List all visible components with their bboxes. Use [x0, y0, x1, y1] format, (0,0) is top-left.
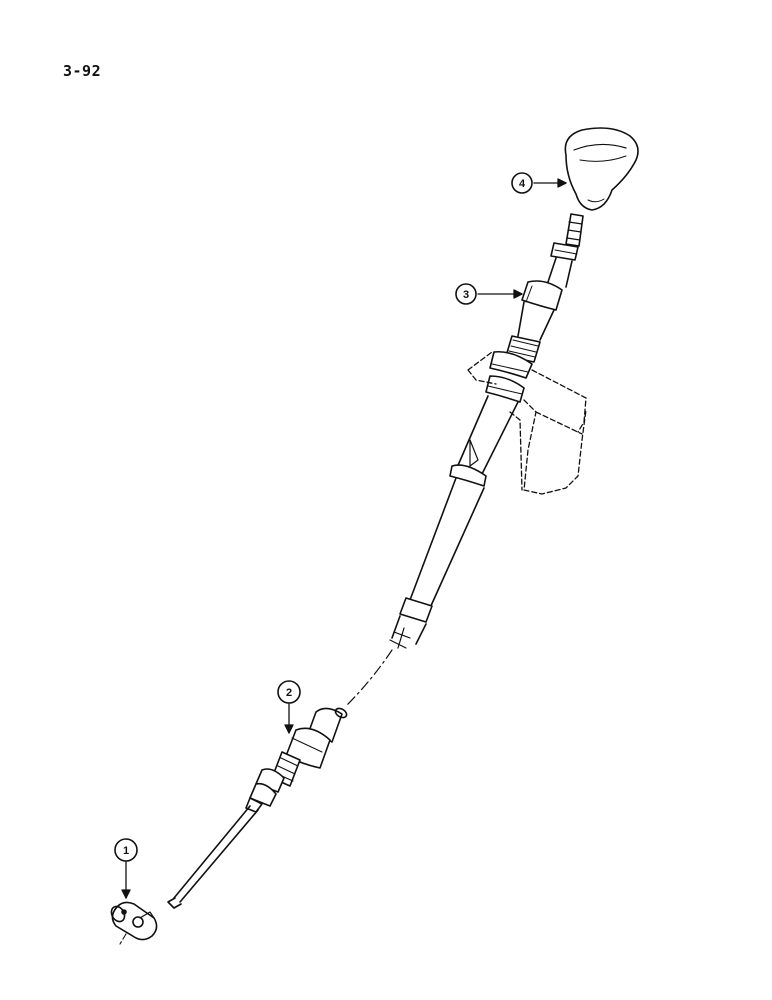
shift-knob [564, 127, 639, 211]
callout-1: 1 [114, 838, 138, 862]
cable-adjuster [167, 707, 348, 909]
mounting-bracket [467, 351, 587, 495]
callout-label: 2 [286, 687, 292, 699]
callout-3: 3 [455, 283, 477, 305]
callout-label: 3 [463, 289, 469, 301]
callout-leaders [121, 178, 567, 899]
callout-4: 4 [511, 172, 533, 194]
callout-2: 2 [277, 680, 301, 704]
callout-label: 4 [519, 178, 526, 190]
cable-end-clevis [110, 901, 158, 945]
callout-label: 1 [123, 845, 129, 857]
shift-lever [389, 213, 584, 649]
assembly-connector-line [345, 649, 393, 707]
page-number: 3-92 [63, 62, 102, 80]
